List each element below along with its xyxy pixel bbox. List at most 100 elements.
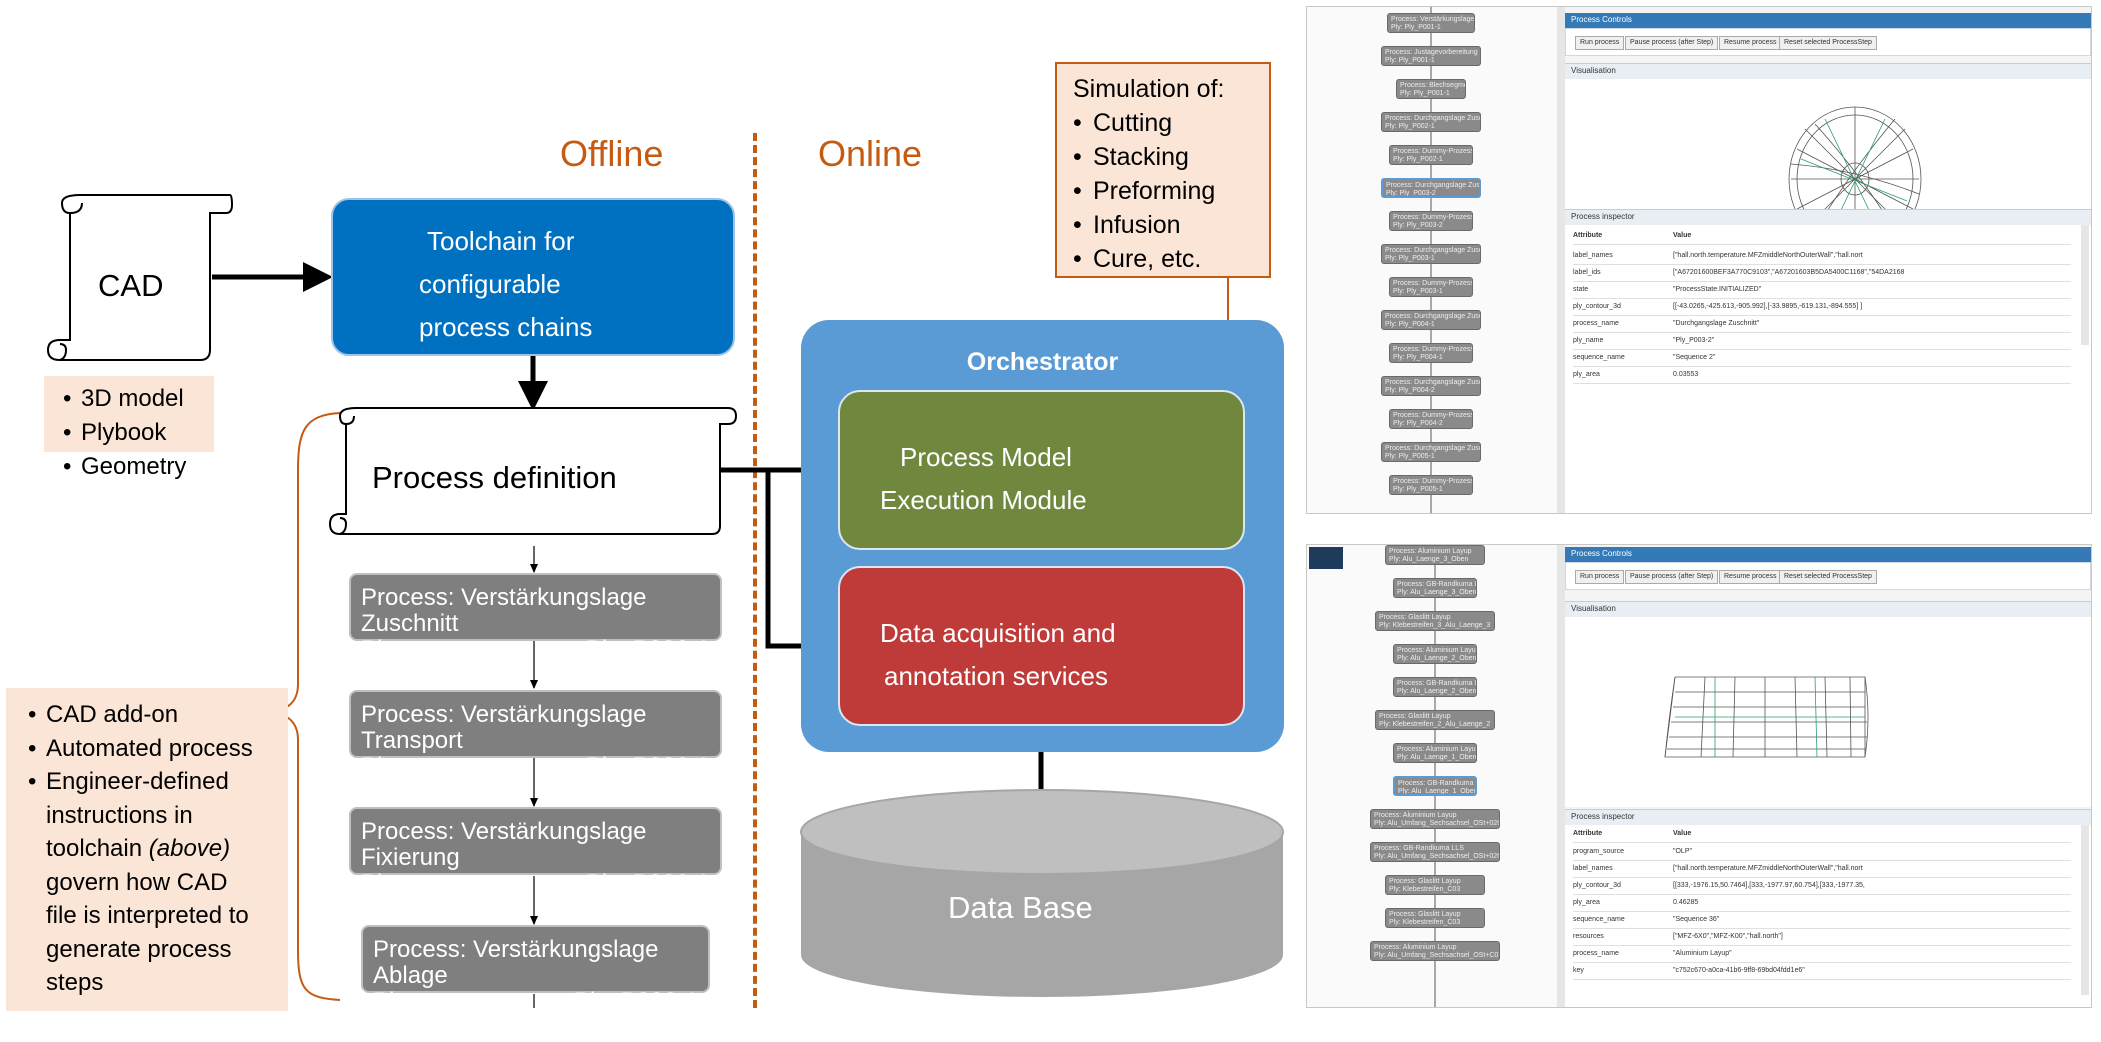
graph-node-ply: Ply: Alu_Laenge_2_Oben — [1397, 688, 1477, 695]
ply-value: Ply_P006-1 — [585, 753, 710, 780]
graph-node-ply: Ply: Ply_P005-1 — [1393, 486, 1443, 493]
inspector-value: [[333,-1976.15,50.7464],[333,-1977.97,60… — [1673, 882, 1865, 889]
process-step: Process: Verstärkungslage Fixierung Ply:… — [349, 807, 722, 897]
database-cylinder — [800, 789, 1284, 997]
run-process-button[interactable]: Run process — [1575, 36, 1625, 50]
ply-label: Ply: — [361, 870, 402, 897]
value-col: Value — [1673, 830, 1692, 837]
addon-line-text: toolchain — [46, 835, 149, 862]
graph-node-process: Process: GB-Randkuma LLS — [1397, 581, 1476, 588]
reset-step-button[interactable]: Reset selected ProcessStep — [1779, 570, 1877, 584]
inspector-header-row: Attribute Value — [1573, 829, 2071, 843]
inspector-attribute: label_ids — [1573, 269, 1601, 276]
graph-node-process: Process: GB-Randkuma LLS — [1374, 845, 1464, 852]
inspector-row: key"c752c670-a0ca-41b6-9ff8-69bd04fdd1e6… — [1573, 966, 2071, 980]
inspector-row: label_names["hall.north.temperature.MFZm… — [1573, 864, 2071, 878]
simulation-item: •Cutting — [1073, 109, 1173, 137]
run-process-button[interactable]: Run process — [1575, 570, 1625, 584]
graph-node-ply: Ply: Ply_P002-1 — [1393, 156, 1443, 163]
addon-line: instructions in — [46, 801, 193, 829]
inspector-value: [[-43.0265,-425.613,-905.992],[-33.9895,… — [1673, 303, 1863, 310]
inspector-row: label_ids["A67201600BEF3A770C9103","A672… — [1573, 268, 2071, 282]
screenshot-bottom: Process: Aluminium Layup Ply: Alu_Laenge_… — [1306, 544, 2092, 1008]
inspector-row: ply_name"Ply_P003-2" — [1573, 336, 2071, 350]
inspector-row: label_names["hall.north.temperature.MFZm… — [1573, 251, 2071, 265]
inspector-row: ply_contour_3d[[-43.0265,-425.613,-905.9… — [1573, 302, 2071, 316]
visualisation-canvas[interactable] — [1565, 617, 2091, 807]
addon-bullet: Engineer-defined instructions in toolcha… — [28, 765, 288, 1000]
inspector-scrollbar[interactable] — [2081, 225, 2089, 345]
resume-process-button[interactable]: Resume process — [1719, 36, 1782, 50]
inspector-value: "c752c670-a0ca-41b6-9ff8-69bd04fdd1e6" — [1673, 967, 1805, 974]
addon-line: file is interpreted to — [46, 902, 249, 929]
graph-node-process: Process: Aluminium Layup — [1374, 944, 1457, 951]
graph-node-process: Process: Dummy-Prozess — [1393, 478, 1473, 485]
offline-header: Offline — [560, 133, 664, 174]
process-step-name: Process: Verstärkungslage Fixierung — [361, 818, 647, 871]
graph-node-ply: Ply: Alu_Laenge_1_Oben — [1397, 754, 1477, 761]
pause-process-button[interactable]: Pause process (after Step) — [1625, 36, 1719, 50]
reset-step-button[interactable]: Reset selected ProcessStep — [1779, 36, 1877, 50]
app-logo — [1309, 547, 1343, 569]
inspector-attribute: ply_contour_3d — [1573, 882, 1621, 889]
graph-node[interactable]: Process: BlechsegmentPly: Ply_P001-1 — [1396, 79, 1466, 99]
inspector-attribute: sequence_name — [1573, 916, 1625, 923]
orchestrator-title: Orchestrator — [966, 348, 1119, 376]
graph-node-ply: Ply: Klebestreifen_2_Alu_Laenge_2 — [1379, 721, 1491, 728]
graph-scrollbar[interactable] — [1557, 7, 1565, 513]
graph-node-ply: Ply: Ply_P004-1 — [1393, 354, 1443, 361]
toolchain-line: Toolchain for — [427, 226, 575, 256]
simulation-item: •Infusion — [1073, 211, 1181, 239]
graph-node-ply: Ply: Ply_P004-2 — [1393, 420, 1443, 427]
database-label: Data Base — [948, 890, 1093, 925]
simulation-item: •Preforming — [1073, 177, 1216, 205]
graph-panel-bg: Process: Aluminium Layup Ply: Alu_Laenge_… — [1307, 545, 1565, 1007]
inspector-value: "Durchgangslage Zuschnitt" — [1673, 320, 1760, 327]
inspector-header: Process inspector — [1565, 809, 2091, 825]
graph-node-ply: Ply: Alu_Umfang_Sechsachsel_OSt+C03 — [1374, 952, 1500, 959]
simulation-item: •Stacking — [1073, 143, 1189, 171]
inspector-scrollbar[interactable] — [2081, 825, 2089, 995]
graph-node-process: Process: GB-Randkuma LLS — [1398, 780, 1475, 787]
resume-process-button[interactable]: Resume process — [1719, 570, 1782, 584]
graph-node-ply: Ply: Ply_P003-1 — [1393, 288, 1443, 295]
graph-scrollbar[interactable] — [1557, 545, 1565, 1007]
inspector-attribute: label_names — [1573, 252, 1613, 259]
attribute-col: Attribute — [1573, 830, 1603, 837]
panel-title: Process Controls — [1565, 547, 2091, 562]
inspector-row: sequence_name"Sequence 36" — [1573, 915, 2071, 929]
visualisation-header: Visualisation — [1565, 63, 2091, 79]
pause-process-button[interactable]: Pause process (after Step) — [1625, 570, 1719, 584]
graph-node-ply: Ply: Klebestreifen_3_Alu_Laenge_3 — [1379, 622, 1491, 629]
inspector-attribute: label_names — [1573, 865, 1613, 872]
inspector-value: 0.03553 — [1673, 371, 1699, 378]
